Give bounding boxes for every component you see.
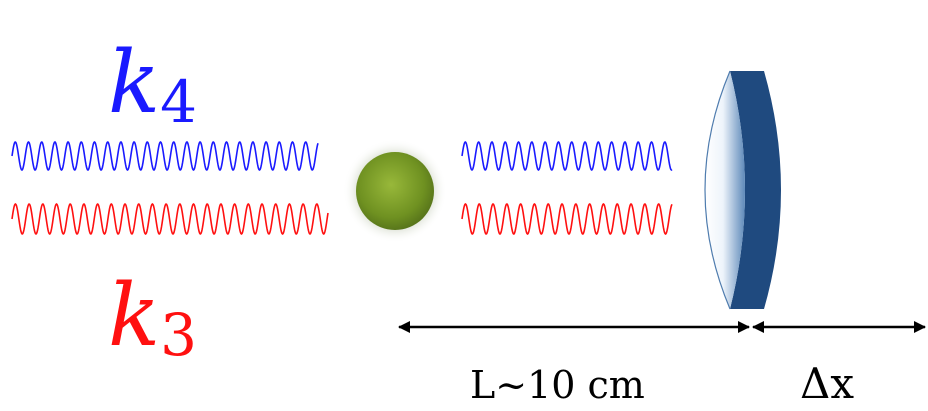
k4-label: k4 <box>108 33 197 136</box>
distance-label: L~10 cm <box>470 363 645 407</box>
k3-label: k3 <box>108 266 197 369</box>
k4-subscript: 4 <box>160 68 197 136</box>
k4-wave-left <box>11 140 319 172</box>
k3-subscript: 3 <box>160 301 197 369</box>
k4-base: k <box>108 33 160 133</box>
k3-wave-left <box>11 202 329 236</box>
k3-wave-right <box>461 202 673 236</box>
k3-base: k <box>108 266 160 366</box>
atom-icon <box>343 139 447 243</box>
displacement-label: Δx <box>800 359 854 408</box>
k4-wave-right <box>461 140 673 172</box>
mirror-icon <box>704 70 781 310</box>
